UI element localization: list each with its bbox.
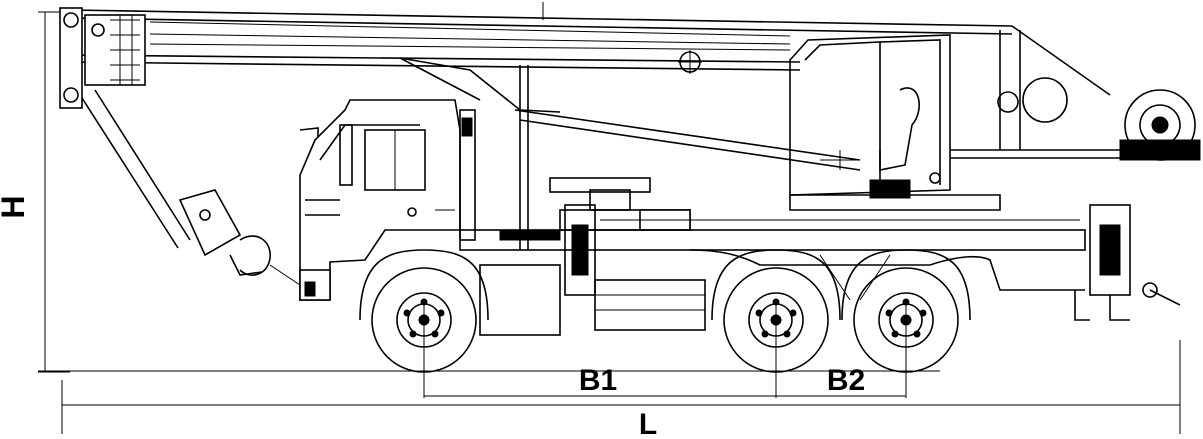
hook-block — [81, 89, 301, 286]
outriggers — [1074, 204, 1181, 321]
boom — [69, 2, 1013, 113]
height-label: H — [0, 195, 31, 218]
length-label: L — [639, 408, 657, 434]
operator-cabin — [789, 34, 1001, 211]
winch — [950, 25, 1201, 161]
wheelbase-b1-label: B1 — [579, 364, 617, 397]
rear-wheel-2 — [841, 249, 971, 373]
truck-cab — [299, 99, 476, 301]
lug-nuts — [403, 298, 927, 338]
chassis-frame — [459, 204, 1086, 336]
turntable — [514, 65, 861, 250]
boom-head — [59, 7, 146, 109]
wheelbase-b2-label: B2 — [827, 364, 865, 397]
length-dimension — [61, 340, 1181, 434]
